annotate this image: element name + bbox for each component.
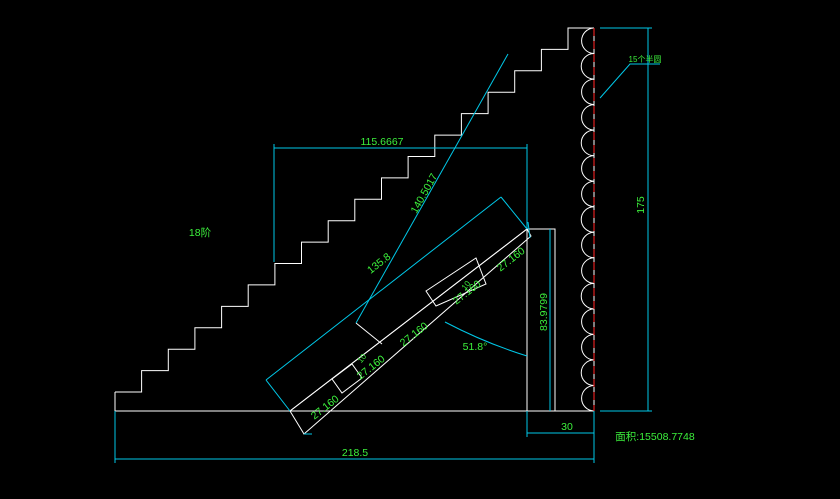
angle-label: 51.8°: [463, 341, 488, 353]
steps-label: 18阶: [189, 226, 212, 239]
height-label: 175: [635, 196, 647, 214]
wall-height-label: 83.9799: [538, 293, 550, 331]
pipe-profile: [580, 27, 595, 412]
dimension-lines: [114, 27, 660, 463]
wall-width-label: 30: [561, 421, 573, 433]
total-width-label: 218.5: [342, 447, 368, 459]
horizontal-span-label: 115.6667: [360, 136, 403, 148]
diagonal-label: 140.5017: [409, 171, 441, 215]
pipe-count-label: 15个半圆: [629, 54, 662, 64]
segment-1-label: 27.160: [309, 393, 342, 422]
staircase-outline: [114, 27, 594, 412]
area-label: 面积:15508.7748: [615, 431, 695, 443]
inclined-beam: [289, 228, 532, 435]
